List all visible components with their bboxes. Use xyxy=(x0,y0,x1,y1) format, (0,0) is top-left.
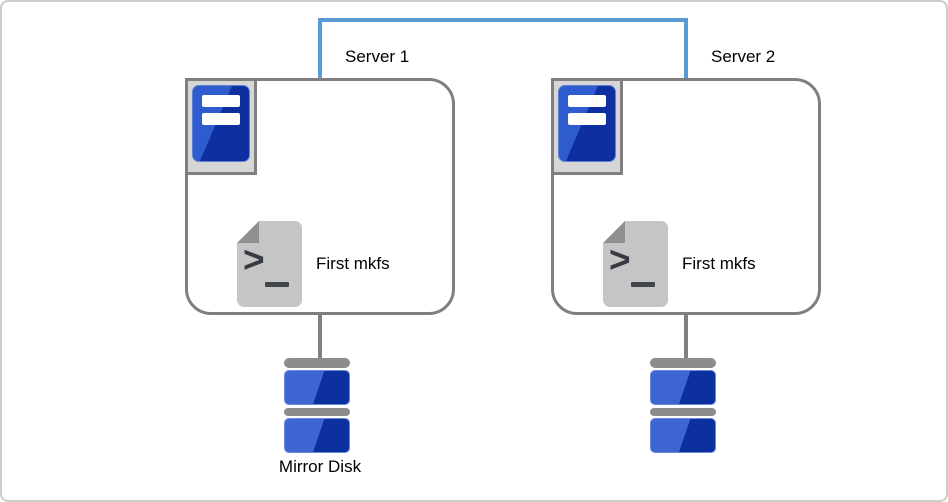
server-tower-icon xyxy=(551,78,623,175)
mkfs-step-row: > First mkfs xyxy=(603,221,756,307)
disk-stack-icon xyxy=(284,358,350,453)
server-2-disk-connector xyxy=(684,315,688,360)
terminal-script-icon: > xyxy=(237,221,302,307)
server-drive-slot xyxy=(202,95,240,107)
disk-platter xyxy=(650,418,716,453)
server-tower-body xyxy=(558,85,616,162)
disk-cap xyxy=(284,358,350,368)
terminal-script-icon: > xyxy=(603,221,668,307)
server-1-disk-connector xyxy=(318,315,322,360)
server-1-label: Server 1 xyxy=(345,47,410,66)
server-2-box: > First mkfs xyxy=(551,78,821,315)
disk-platter xyxy=(650,370,716,405)
terminal-cursor-glyph xyxy=(631,282,655,287)
mirror-disk-label: Mirror Disk xyxy=(278,457,362,476)
disk-cap xyxy=(650,358,716,368)
server-2-label: Server 2 xyxy=(711,47,776,66)
server-tower-body xyxy=(192,85,250,162)
terminal-prompt-glyph: > xyxy=(243,239,265,280)
disk-platter xyxy=(284,418,350,453)
disk-stack-icon xyxy=(650,358,716,453)
disk-cap xyxy=(284,408,350,416)
server-drive-slot xyxy=(202,113,240,125)
mkfs-step-label: First mkfs xyxy=(682,254,756,273)
server-1-box: > First mkfs xyxy=(185,78,455,315)
terminal-prompt-glyph: > xyxy=(609,239,631,280)
disk-cap xyxy=(650,408,716,416)
terminal-cursor-glyph xyxy=(265,282,289,287)
server-interconnect-line xyxy=(318,18,688,78)
server-drive-slot xyxy=(568,113,606,125)
mkfs-step-row: > First mkfs xyxy=(237,221,390,307)
server-tower-icon xyxy=(185,78,257,175)
server-1-group: Server 1 > First mkfs xyxy=(185,2,455,500)
disk-platter xyxy=(284,370,350,405)
server-2-group: Server 2 > First mkfs xyxy=(551,2,821,500)
mkfs-step-label: First mkfs xyxy=(316,254,390,273)
server-drive-slot xyxy=(568,95,606,107)
